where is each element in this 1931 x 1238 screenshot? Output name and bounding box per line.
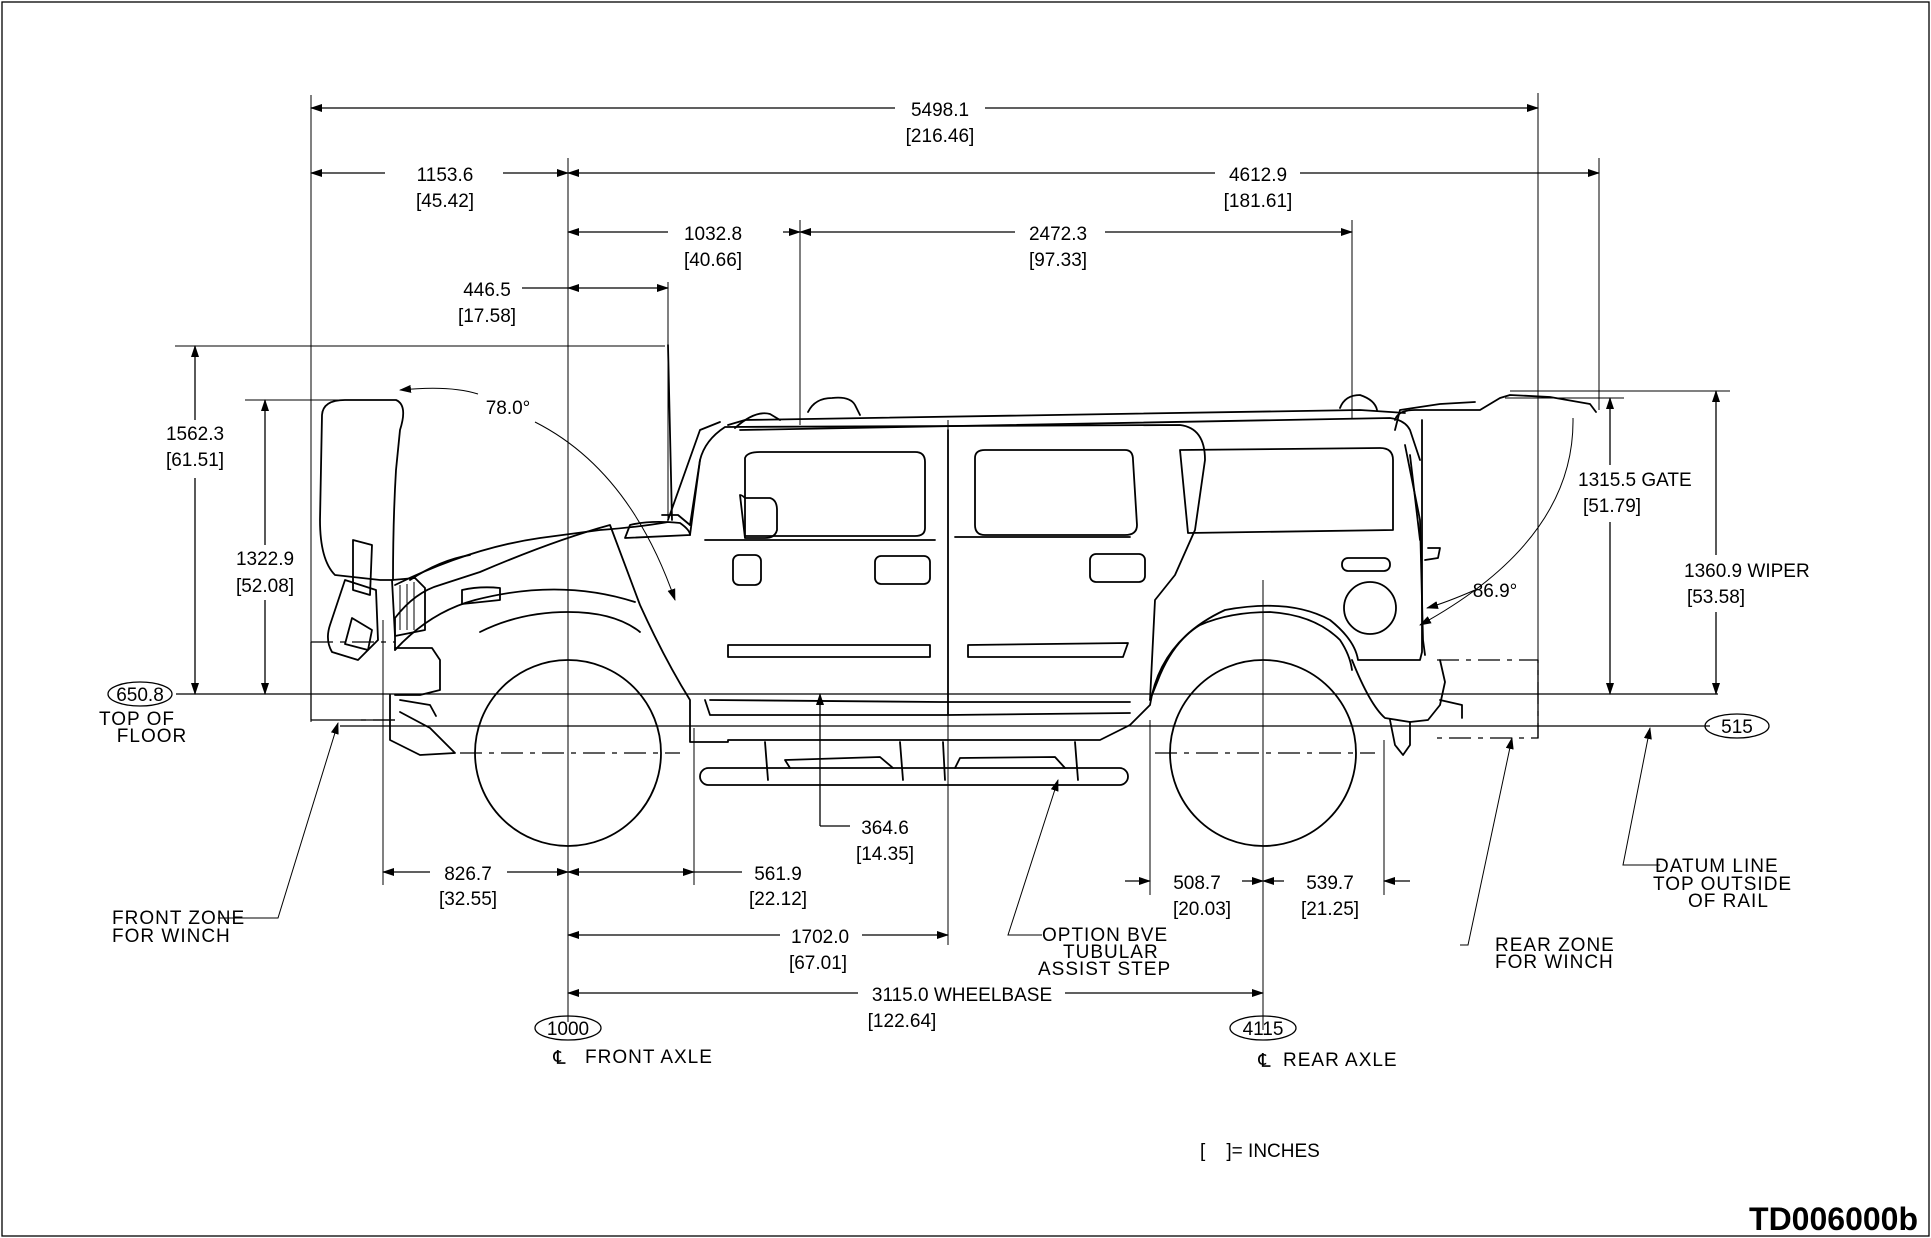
axle-to-rocker-label: 561.9 — [754, 864, 802, 885]
front-overhang-inches: [32.55] — [439, 889, 497, 910]
dimension-labels: 5498.1 [216.46] 1153.6 [45.42] 4612.9 [1… — [166, 100, 1810, 1032]
winch-zones — [310, 641, 1539, 739]
rear-wheel-front-label: 508.7 — [1173, 873, 1221, 894]
step-height-label: 364.6 — [861, 818, 909, 839]
gate-angle-label: 86.9° — [1473, 581, 1518, 602]
rear-wheel-front-inches: [20.03] — [1173, 899, 1231, 920]
front-to-axle-label: 1153.6 — [417, 165, 474, 186]
axle-to-pillar-label: 1702.0 — [791, 927, 849, 948]
hood-open-height-inches: [61.51] — [166, 450, 224, 471]
front-axle-value: 1000 — [547, 1019, 589, 1040]
axle-to-antenna-inches: [17.58] — [458, 306, 516, 327]
axle-to-antenna-label: 446.5 — [463, 280, 511, 301]
step-note-1: OPTION BVE — [1042, 925, 1168, 946]
hood-height-inches: [52.08] — [236, 576, 294, 597]
axle-to-rear-inches: [181.61] — [1224, 191, 1293, 212]
front-axle-marker — [534, 1015, 602, 1041]
notes: FRONT ZONE FOR WINCH REAR ZONE FOR WINCH… — [112, 856, 1792, 980]
floor-marker — [107, 681, 173, 707]
datum-note-1: DATUM LINE — [1655, 856, 1779, 877]
rear-axle-cl-symbol: ℄ — [1257, 1051, 1271, 1072]
overall-length-label: 5498.1 — [911, 100, 969, 121]
wheelbase-label: 3115.0 WHEELBASE — [872, 985, 1052, 1006]
axle-to-rack-inches: [40.66] — [684, 250, 742, 271]
datum-note-2: TOP OUTSIDE — [1653, 874, 1792, 895]
rear-winch-note-2: FOR WINCH — [1495, 952, 1614, 973]
axle-to-rack-label: 1032.8 — [684, 224, 742, 245]
rack-length-inches: [97.33] — [1029, 250, 1087, 271]
floor-value: 650.8 — [116, 685, 164, 706]
hood-open-height-label: 1562.3 — [166, 424, 224, 445]
extension-lines — [175, 93, 1730, 1030]
datum-value: 515 — [1721, 717, 1753, 738]
front-winch-note-1: FRONT ZONE — [112, 908, 245, 929]
rear-winch-note-1: REAR ZONE — [1495, 935, 1615, 956]
inches-legend: [ ]= INCHES — [1200, 1141, 1320, 1162]
rear-axle-value: 4115 — [1243, 1019, 1284, 1040]
hood-height-label: 1322.9 — [236, 549, 294, 570]
leader-lines — [218, 722, 1660, 946]
horizontal-dimensions — [310, 104, 1600, 997]
front-winch-note-2: FOR WINCH — [112, 926, 231, 947]
wiper-height-inches: [53.58] — [1687, 587, 1745, 608]
front-overhang-label: 826.7 — [444, 864, 492, 885]
vertical-dimensions — [191, 345, 1720, 827]
vehicle-outline — [319, 344, 1597, 847]
hood-angle-label: 78.0° — [486, 398, 531, 419]
axle-to-rocker-inches: [22.12] — [749, 889, 807, 910]
datum-note-3: OF RAIL — [1688, 891, 1769, 912]
step-note-3: ASSIST STEP — [1038, 959, 1171, 980]
reference-lines — [176, 693, 1718, 727]
front-axle-cl-symbol: ℄ — [552, 1048, 566, 1069]
angle-arcs — [399, 384, 1574, 626]
rear-axle-marker — [1229, 1015, 1297, 1041]
axle-to-rear-label: 4612.9 — [1229, 165, 1287, 186]
floor-label-2: FLOOR — [117, 726, 187, 747]
reference-labels: 650.8 TOP OF FLOOR 515 1000 ℄ FRONT AXLE… — [99, 685, 1753, 1072]
gate-height-inches: [51.79] — [1583, 496, 1641, 517]
rear-wheel-rear-inches: [21.25] — [1301, 899, 1359, 920]
assist-step — [699, 767, 1129, 786]
datum-marker — [1704, 713, 1770, 739]
overall-length-inches: [216.46] — [906, 126, 975, 147]
front-to-axle-inches: [45.42] — [416, 191, 474, 212]
step-height-inches: [14.35] — [856, 844, 914, 865]
reference-markers — [107, 681, 1770, 1041]
step-note-2: TUBULAR — [1063, 942, 1159, 963]
floor-label-1: TOP OF — [99, 709, 175, 730]
gate-height-label: 1315.5 GATE — [1578, 470, 1692, 491]
rear-wheel-rear-label: 539.7 — [1306, 873, 1354, 894]
wheelbase-inches: [122.64] — [868, 1011, 937, 1032]
wiper-height-label: 1360.9 WIPER — [1684, 561, 1810, 582]
rear-axle-label: REAR AXLE — [1283, 1050, 1398, 1071]
front-axle-label: FRONT AXLE — [585, 1047, 713, 1068]
drawing-code: TD006000b — [1749, 1201, 1918, 1237]
rack-length-label: 2472.3 — [1029, 224, 1087, 245]
axle-to-pillar-inches: [67.01] — [789, 953, 847, 974]
